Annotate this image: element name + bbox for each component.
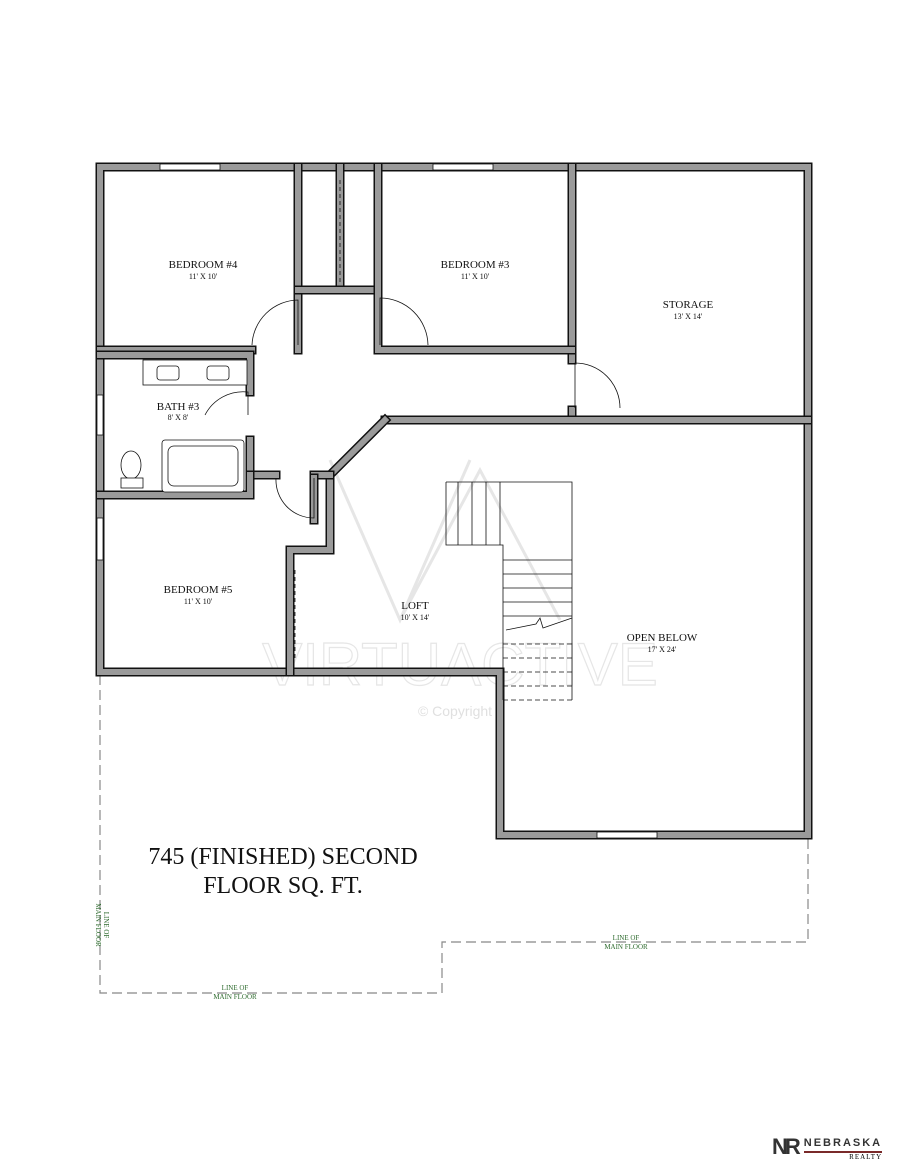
room-name: BEDROOM #5 — [164, 584, 233, 596]
bath-fixtures — [120, 359, 248, 493]
logo-mark: NR — [772, 1134, 801, 1159]
room-dims: 11' X 10' — [461, 272, 490, 281]
room-dims: 11' X 10' — [184, 597, 213, 606]
main-floor-label: LINE OF — [222, 984, 249, 992]
room-dims: 11' X 10' — [189, 272, 218, 281]
logo-name: NEBRASKA — [803, 1137, 883, 1149]
wall — [287, 415, 390, 675]
logo-sub: REALTY — [803, 1151, 883, 1161]
main-floor-label: LINE OF — [613, 934, 640, 942]
wall — [97, 352, 253, 395]
nebraska-realty-logo: NR NEBRASKA REALTY — [772, 1133, 883, 1161]
toilet-icon — [120, 450, 142, 480]
watermark-text: VIRTUACTIVE — [262, 631, 658, 698]
area-label-line1: 745 (FINISHED) SECOND — [148, 844, 417, 870]
main-floor-label: MAIN FLOOR — [604, 943, 648, 951]
room-dims: 17' X 24' — [648, 645, 677, 654]
room-name: OPEN BELOW — [627, 632, 698, 644]
main-floor-label: LINE OF — [102, 912, 110, 939]
windows — [96, 163, 658, 839]
wall — [245, 435, 281, 480]
room-name: BATH #3 — [157, 401, 200, 413]
room-dims: 13' X 14' — [674, 312, 703, 321]
area-label-line2: FLOOR SQ. FT. — [203, 873, 363, 899]
room-name: LOFT — [401, 600, 429, 612]
sink-icon — [156, 365, 180, 381]
room-labels: BEDROOM #4 11' X 10' BEDROOM #3 11' X 10… — [157, 259, 714, 654]
main-floor-labels: LINE OF MAIN FLOOR LINE OF MAIN FLOOR LI… — [94, 903, 648, 1001]
watermark: VIRTUACTIVE © Copyright — [262, 459, 658, 719]
sink-icon — [206, 365, 230, 381]
room-name: STORAGE — [663, 299, 714, 311]
room-dims: 8' X 8' — [168, 413, 189, 422]
stairs — [445, 481, 573, 701]
room-name: BEDROOM #4 — [169, 259, 238, 271]
wall — [97, 164, 811, 838]
wall — [97, 472, 253, 498]
main-floor-label: MAIN FLOOR — [94, 903, 102, 947]
wall — [375, 164, 575, 353]
doors — [204, 180, 621, 660]
room-dims: 10' X 14' — [401, 613, 430, 622]
main-floor-label: MAIN FLOOR — [213, 993, 257, 1001]
watermark-copyright: © Copyright — [418, 703, 492, 719]
line-of-main-floor — [99, 675, 809, 994]
room-name: BEDROOM #3 — [441, 259, 510, 271]
